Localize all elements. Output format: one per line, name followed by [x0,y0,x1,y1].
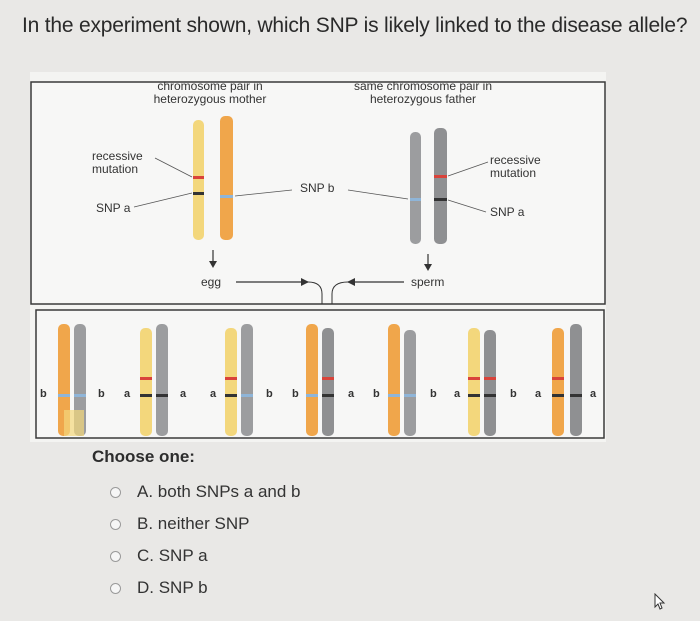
recessive-mutation-label-right: recessive mutation [490,153,541,180]
answer-label: D. SNP b [137,578,208,597]
answer-label: C. SNP a [137,546,208,565]
egg-label: egg [201,275,222,289]
offspring-pair-6 [468,328,496,436]
snp-b-label: SNP b [300,181,335,195]
offspring-pair-3 [225,324,253,436]
father-chromosome-gray [410,132,421,244]
radio-icon[interactable] [110,518,121,530]
offspring-panel [35,309,605,439]
answer-option-a[interactable]: A. both SNPs a and b [110,482,301,502]
question-text: In the experiment shown, which SNP is li… [22,14,688,37]
mouse-pointer-icon [654,593,666,610]
mother-chromosome-orange [220,116,233,240]
offspring-letter: a [590,388,597,400]
offspring-letter: a [454,388,461,400]
offspring-pair-5 [388,324,416,436]
answer-option-d[interactable]: D. SNP b [110,578,208,598]
answer-option-c[interactable]: C. SNP a [110,546,208,566]
offspring-pair-7 [552,324,582,436]
parents-panel [30,81,606,305]
sperm-label: sperm [411,275,445,289]
offspring-letter: a [210,388,217,400]
snp-a-label-left: SNP a [96,201,131,215]
father-label: same chromosome pair in heterozygous fat… [353,79,493,106]
offspring-letter: b [98,388,105,400]
offspring-letter: b [292,388,299,400]
choose-prompt: Choose one: [92,447,195,466]
recessive-mutation-label-left: recessive mutation [92,149,143,176]
figure-diagram [30,81,606,439]
offspring-letter: b [40,388,47,400]
radio-icon[interactable] [110,550,121,562]
radio-icon[interactable] [110,582,121,594]
offspring-letter: a [348,388,355,400]
radio-icon[interactable] [110,486,121,498]
snp-a-label-right: SNP a [490,205,525,219]
offspring-letter: b [373,388,380,400]
offspring-letter: b [266,388,273,400]
answer-label: B. neither SNP [137,514,250,533]
offspring-letter: a [124,388,131,400]
offspring-pair-4 [306,324,334,436]
offspring-letter: b [430,388,437,400]
answer-label: A. both SNPs a and b [137,482,301,501]
offspring-letter: a [535,388,542,400]
mother-chromosome-yellow [193,120,204,240]
answer-option-b[interactable]: B. neither SNP [110,514,249,534]
offspring-letter: a [180,388,187,400]
offspring-pair-1 [58,324,86,436]
mother-label: chromosome pair in heterozygous mother [153,79,267,106]
offspring-pair-2 [140,324,168,436]
father-chromosome-gray-2 [434,128,447,244]
genetics-figure: chromosome pair in heterozygous mother s… [30,72,606,442]
offspring-letter: b [510,388,517,400]
